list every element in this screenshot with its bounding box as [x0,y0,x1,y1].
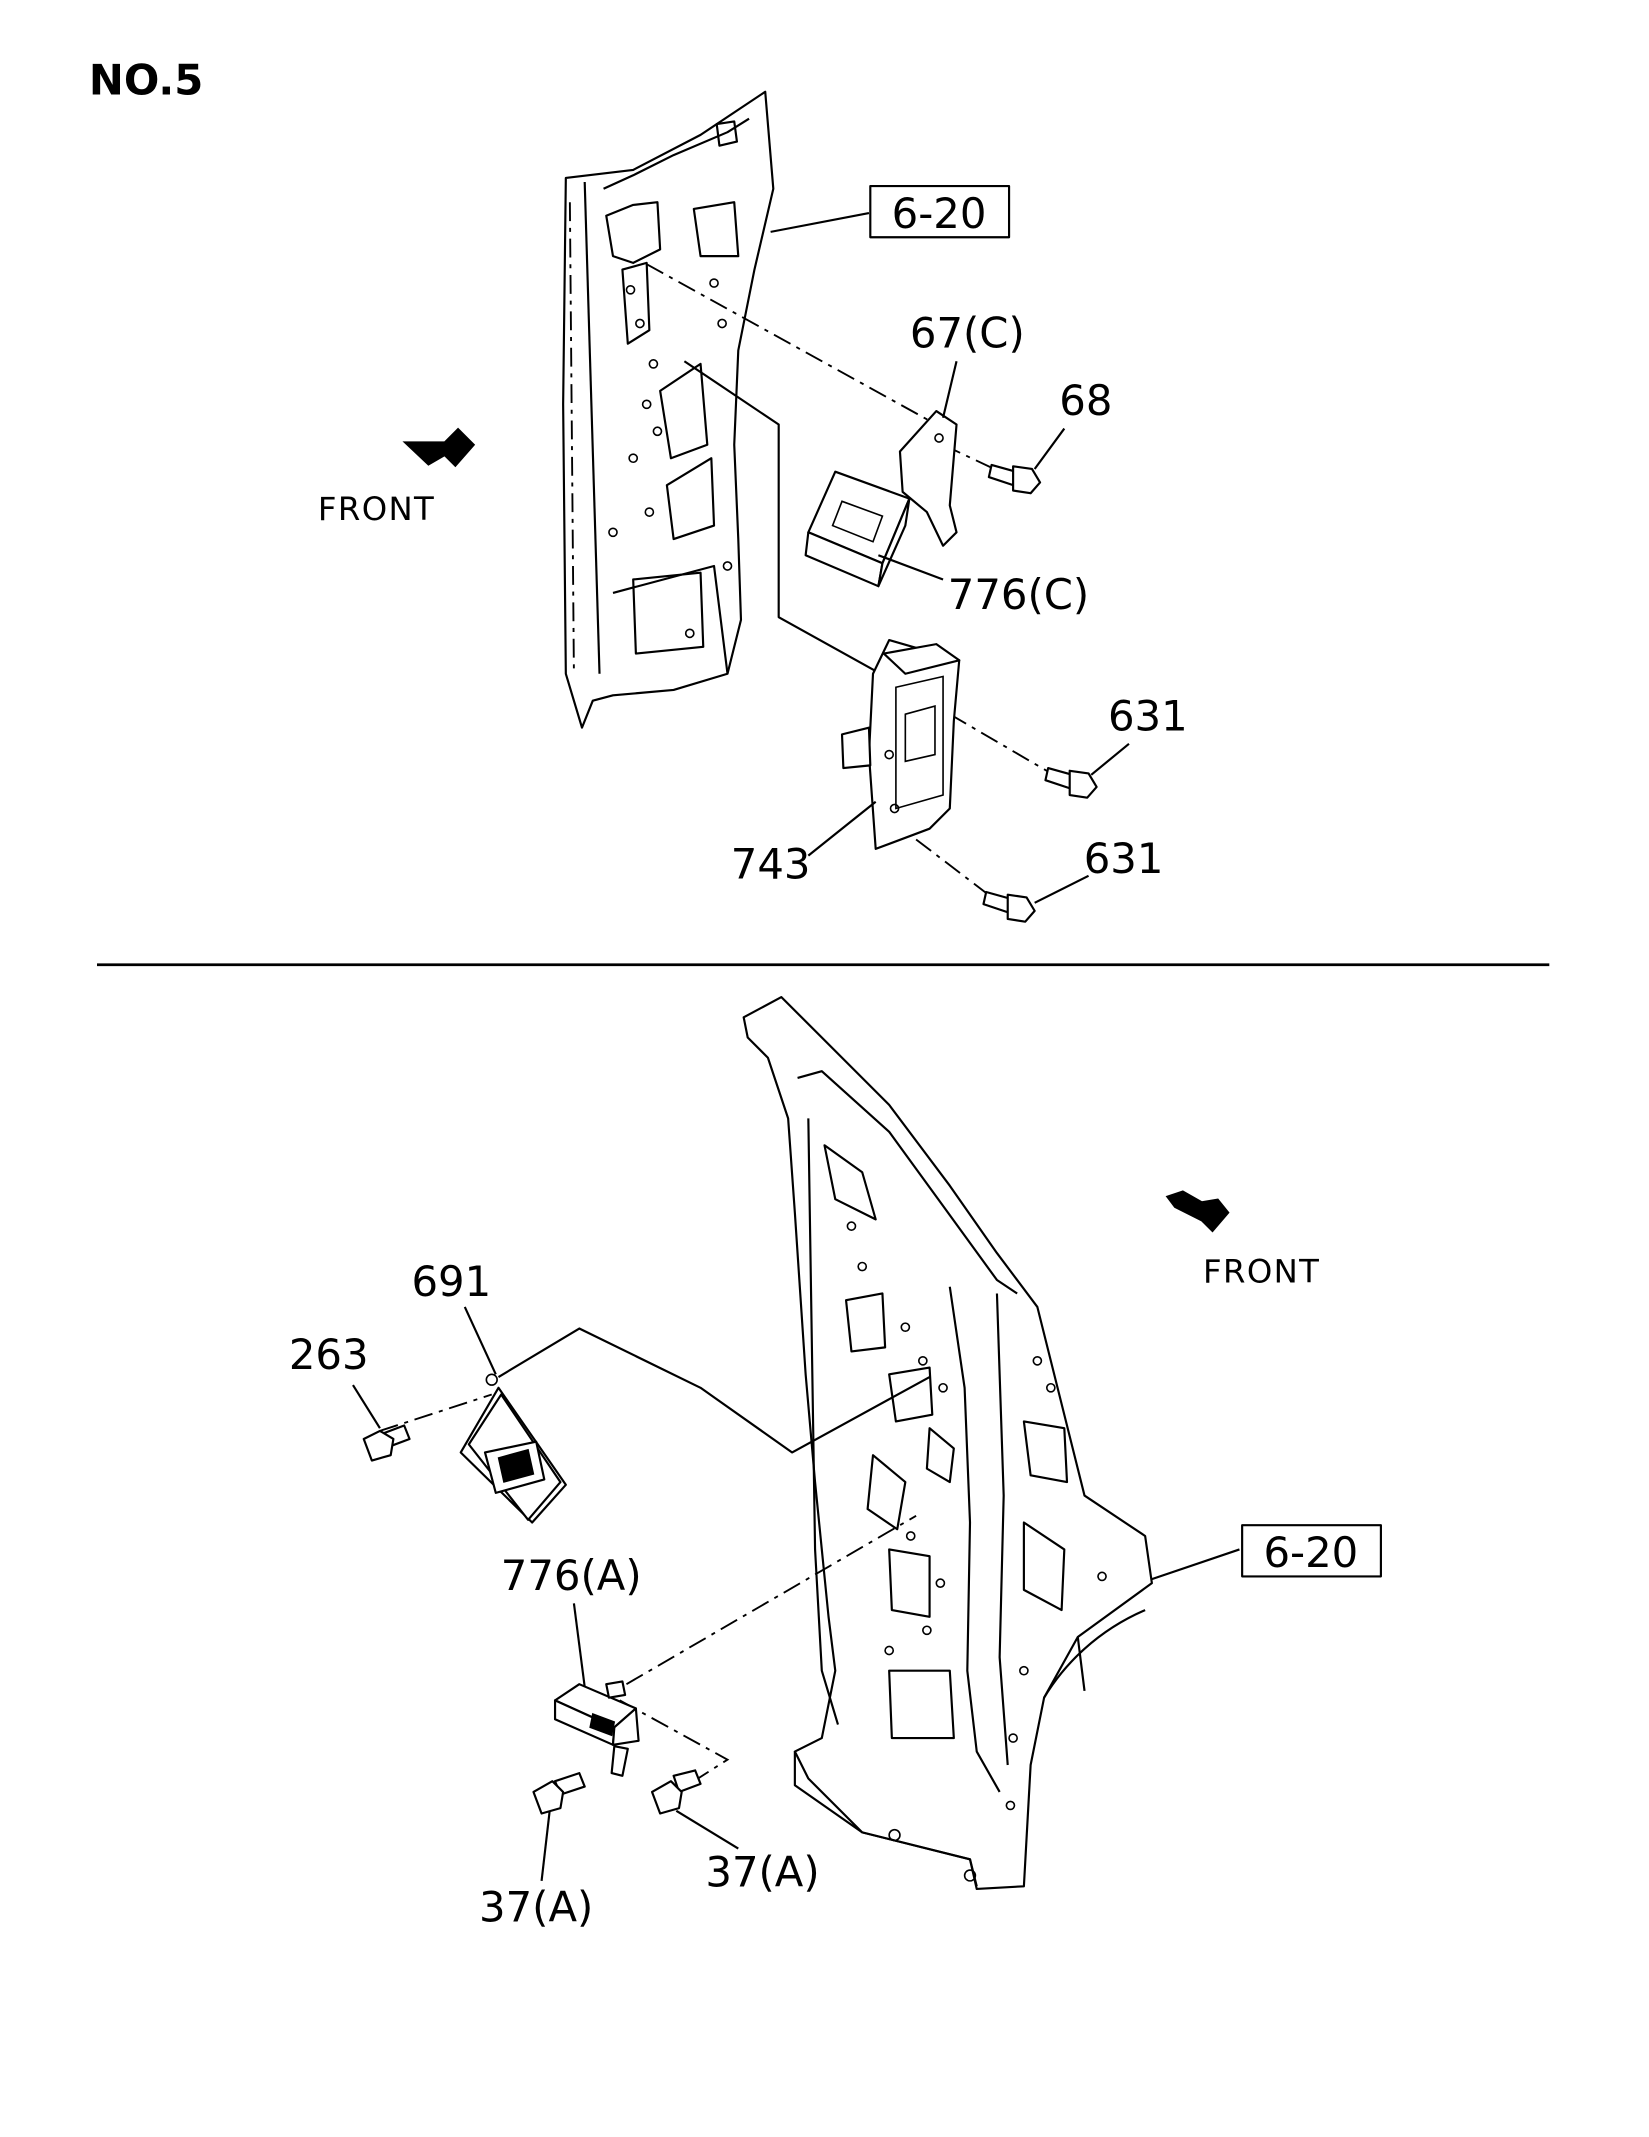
pillar-panel-top [562,90,775,729]
label-module-691: 691 [411,1257,491,1306]
control-unit-743 [840,639,961,850]
label-module-776a: 776(A) [501,1551,642,1600]
label-module-776c: 776(C) [948,570,1089,619]
bolt-263 [362,1424,411,1462]
bolt-37a-left [532,1772,586,1815]
module-691 [459,1373,567,1524]
ref-box-bottom [1241,1524,1382,1578]
ref-box-top [869,184,1011,239]
bolt-68 [987,463,1042,495]
label-bracket-67c: 67(C) [910,309,1025,358]
bolt-631-lower [982,890,1036,923]
bolt-631-upper [1044,766,1098,799]
label-bolt-631-lower: 631 [1084,834,1164,883]
pillar-panel-bottom [742,996,1153,1891]
front-arrow-icon-bottom [1165,1190,1230,1233]
label-bolt-37a-right: 37(A) [705,1847,819,1896]
label-bolt-68: 68 [1059,376,1112,425]
label-bolt-263: 263 [289,1330,369,1379]
ref-box-bottom-label: 6-20 [1263,1528,1358,1577]
module-776a [553,1680,640,1777]
front-arrow-icon-top [402,427,476,468]
label-bolt-631-upper: 631 [1108,691,1188,740]
top-assembly: 6-20 FRONT 67(C) 68 776(C) [318,90,1188,923]
module-776c [804,470,911,588]
bottom-assembly: 6-20 FRONT 691 263 [289,996,1382,1931]
front-label-top: FRONT [318,490,435,528]
bolt-37a-right [650,1769,702,1815]
front-label-bottom: FRONT [1203,1253,1320,1291]
label-bolt-37a-left: 37(A) [479,1882,593,1931]
bracket-67c [898,409,958,547]
label-control-unit-743: 743 [731,840,811,889]
ref-box-top-label: 6-20 [892,189,987,238]
page-title: NO.5 [89,55,203,104]
